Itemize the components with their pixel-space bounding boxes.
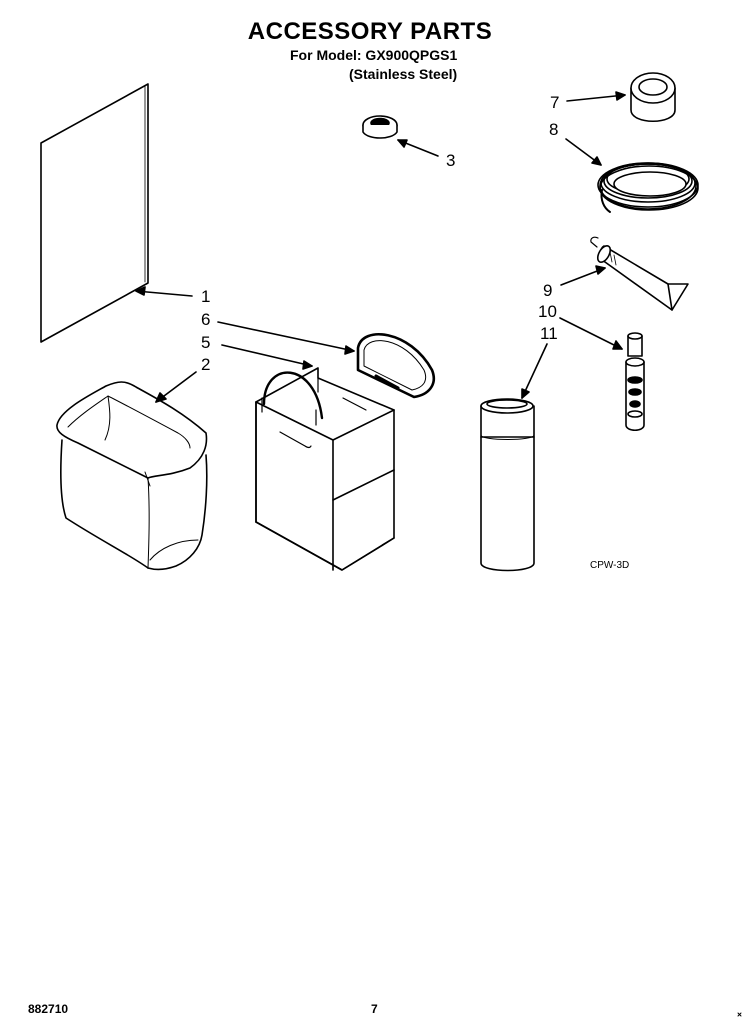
callout-10: 10: [538, 302, 557, 321]
leader-5: [221, 344, 313, 370]
callout-5: 5: [201, 333, 211, 352]
callout-7: 7: [550, 93, 560, 112]
callout-6: 6: [201, 310, 211, 329]
document-number: 882710: [28, 1002, 69, 1016]
callout-8: 8: [549, 120, 559, 139]
part-2-bag: [56, 381, 208, 571]
part-10-bottle: [625, 332, 645, 432]
leader-1: [135, 286, 193, 297]
leader-10: [559, 317, 623, 350]
part-5-basket: [255, 367, 395, 571]
leader-2: [155, 371, 197, 403]
callout-2: 2: [201, 355, 211, 374]
leader-6: [217, 321, 355, 355]
leader-8: [565, 138, 602, 166]
part-3-grommet: [362, 115, 398, 139]
page-title: ACCESSORY PARTS: [247, 18, 493, 45]
leader-3: [397, 139, 439, 157]
leader-11: [521, 343, 548, 399]
part-8-coil: [597, 162, 699, 213]
model-line: For Model: GX900QPGS1: [290, 47, 458, 63]
corner-mark: [737, 1012, 742, 1017]
callout-3: 3: [446, 151, 456, 170]
callout-11: 11: [540, 324, 558, 343]
part-1-sheet: [40, 83, 149, 343]
part-9-tube: [590, 236, 689, 311]
part-7-tape-roll: [630, 72, 676, 122]
leader-7: [566, 91, 626, 102]
page-number: 7: [371, 1002, 378, 1016]
callout-9: 9: [543, 281, 553, 300]
leader-9: [560, 265, 606, 286]
callout-1: 1: [201, 287, 211, 306]
part-6-handle: [356, 333, 435, 399]
diagram-code: CPW-3D: [590, 560, 630, 571]
part-11-spray-can: [480, 398, 535, 572]
variant-line: (Stainless Steel): [349, 66, 458, 82]
